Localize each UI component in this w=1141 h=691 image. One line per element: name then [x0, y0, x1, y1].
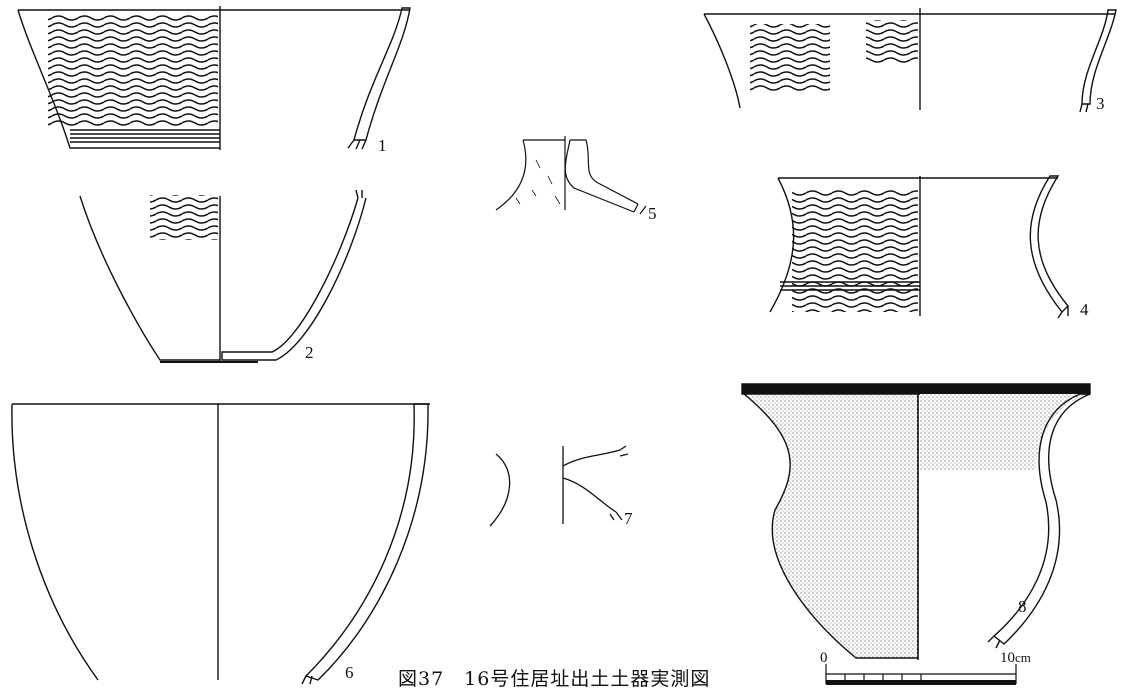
vessel-label-8: 8: [1018, 597, 1027, 616]
vessel-3: [704, 8, 1116, 112]
vessel-label-1: 1: [378, 136, 387, 155]
comb-wave-decoration: [792, 190, 918, 312]
scale-start-label: 0: [820, 650, 828, 666]
scale-end-label: 10cm: [1000, 650, 1031, 667]
scale-unit: cm: [1015, 650, 1031, 665]
vessel-label-6: 6: [345, 663, 354, 682]
comb-wave-decoration: [150, 195, 218, 240]
vessel-7: [490, 446, 628, 526]
vessel-1: [18, 6, 410, 150]
vessel-label-2: 2: [305, 343, 314, 362]
vessel-4: [770, 176, 1068, 318]
vessel-6: [12, 404, 430, 684]
vessel-label-4: 4: [1080, 300, 1089, 319]
stippled-interior-rim: [920, 394, 1086, 470]
scale-end-value: 10: [1000, 650, 1015, 666]
vessel-label-3: 3: [1096, 94, 1105, 113]
vessel-2: [80, 190, 366, 362]
vessel-8: [742, 384, 1090, 660]
scale-bar: [826, 664, 1016, 685]
vessel-label-5: 5: [648, 204, 657, 223]
comb-wave-decoration: [750, 24, 830, 92]
figure-caption: 図37 16号住居址出土土器実測図: [398, 668, 711, 690]
stippled-exterior: [744, 394, 918, 658]
comb-wave-decoration: [48, 14, 218, 126]
vessel-5: [496, 136, 646, 214]
vessel-label-7: 7: [624, 509, 633, 528]
comb-wave-decoration: [866, 20, 918, 64]
